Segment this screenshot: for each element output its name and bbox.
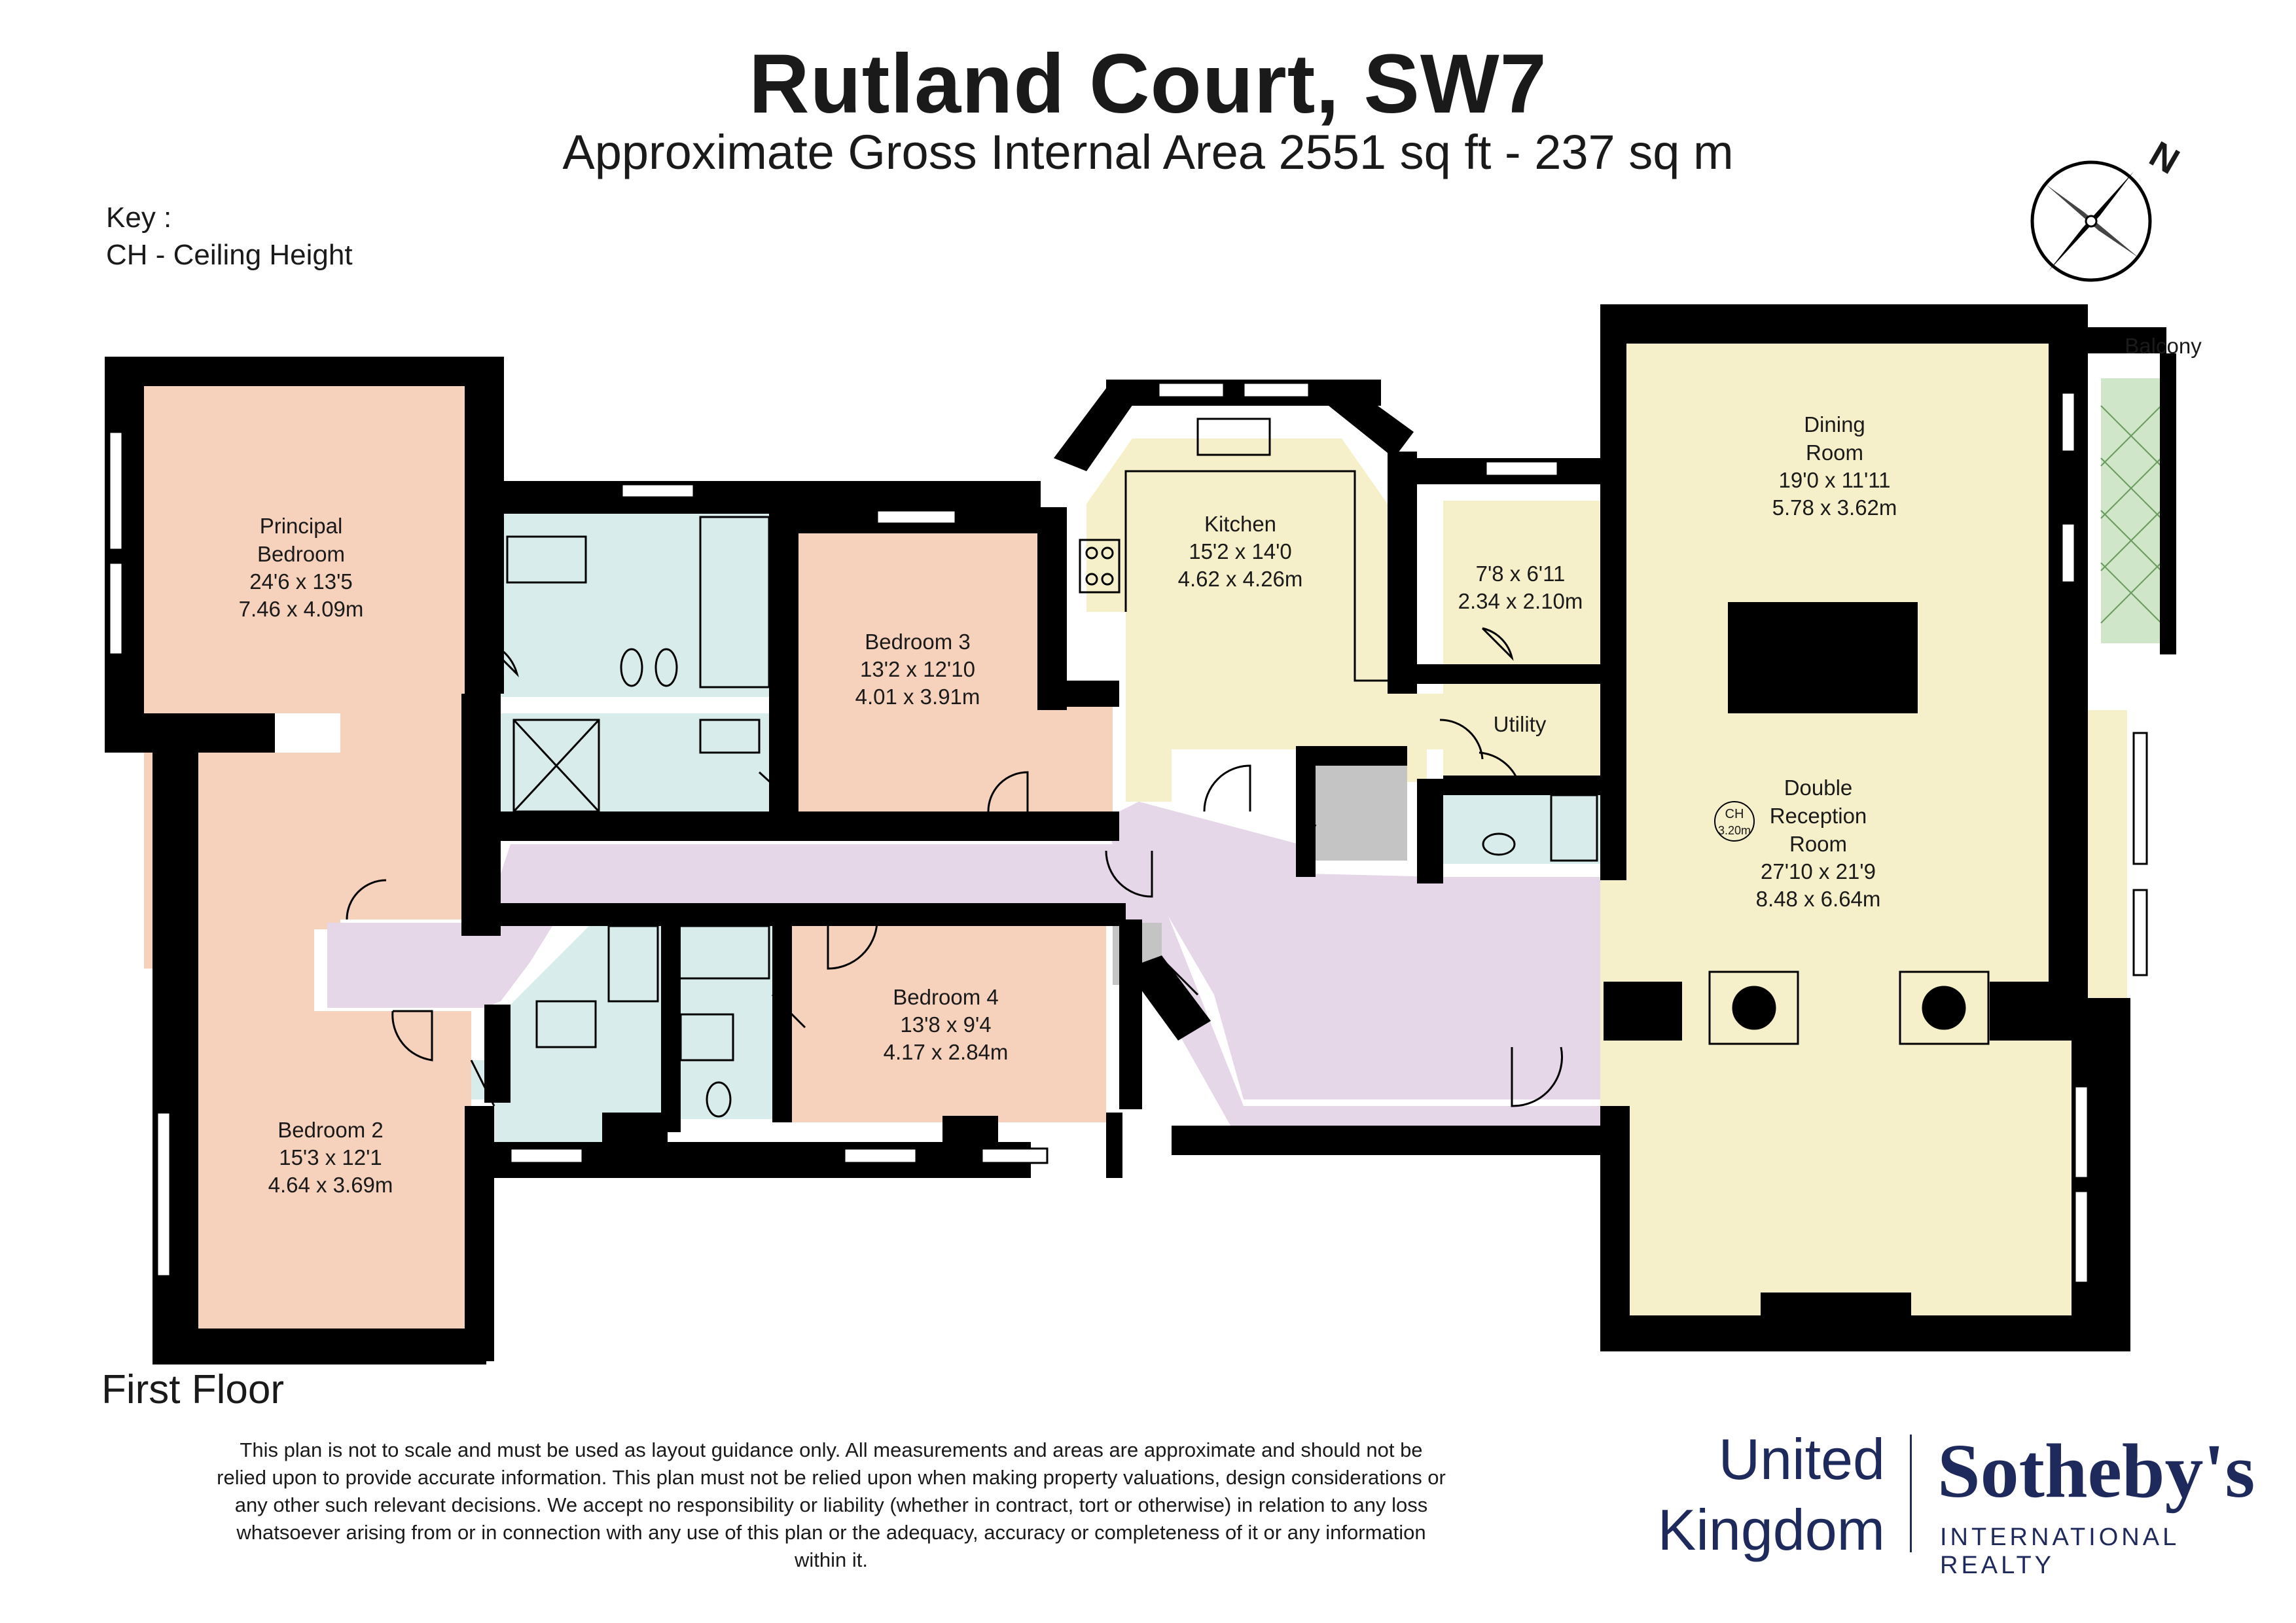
bedroom3-wardrobe — [1041, 707, 1113, 812]
bedroom3-imperial: 13'2 x 12'10 — [860, 657, 975, 681]
sink-icon — [1196, 418, 1271, 456]
room-labels: Principal Bedroom 24'6 x 13'5 7.46 x 4.0… — [239, 334, 2202, 1197]
bedroom2-imperial: 15'3 x 12'1 — [279, 1145, 382, 1169]
reception-metric: 8.48 x 6.64m — [1756, 887, 1881, 911]
small-room-metric: 2.34 x 2.10m — [1458, 589, 1583, 613]
balcony-floor — [2101, 378, 2161, 643]
dining-metric: 5.78 x 3.62m — [1772, 495, 1897, 520]
kitchen-name: Kitchen — [1204, 512, 1276, 536]
bedroom4-floor — [776, 923, 1106, 1122]
column-right-icon — [1922, 986, 1966, 1030]
dining-name2: Room — [1806, 440, 1863, 465]
reception-imperial: 27'10 x 21'9 — [1761, 859, 1876, 883]
toilet-icon-4 — [1482, 832, 1516, 856]
kitchen-metric: 4.62 x 4.26m — [1178, 567, 1303, 591]
bathroom-b-floor — [674, 923, 772, 1119]
fixtures — [506, 418, 1990, 1118]
logo-divider — [1910, 1435, 1912, 1552]
bedroom3-floor — [798, 530, 1041, 812]
room-fills — [144, 344, 2161, 1338]
bedroom4-metric: 4.17 x 2.84m — [884, 1040, 1009, 1064]
brand-tagline: INTERNATIONAL REALTY — [1940, 1524, 2179, 1579]
basin-icon — [506, 535, 587, 584]
principal-bedroom-floor — [144, 386, 484, 969]
ch-value: 3.20m — [1718, 824, 1751, 837]
bedroom3-metric: 4.01 x 3.91m — [855, 685, 980, 709]
basin-icon-4 — [679, 1013, 734, 1061]
doors — [346, 627, 1564, 1107]
principal-imperial: 24'6 x 13'5 — [249, 569, 353, 594]
bedroom2-floor — [196, 1011, 471, 1338]
toilet-icon-2 — [655, 648, 678, 687]
logo-region-line1: United — [1718, 1427, 1885, 1491]
reception-name1: Double — [1784, 776, 1853, 800]
dining-name1: Dining — [1804, 412, 1865, 437]
hallway-floor — [327, 802, 1604, 1099]
kitchen-floor — [1086, 438, 1476, 802]
disclaimer-text: This plan is not to scale and must be us… — [217, 1438, 1446, 1571]
key-ceiling-height: CH - Ceiling Height — [106, 239, 353, 271]
bedroom2-wardrobes — [196, 969, 314, 1014]
balcony-hatch — [2100, 405, 2162, 624]
store-a — [1309, 762, 1407, 861]
ch-label: CH — [1725, 807, 1744, 821]
hob-icon — [1079, 539, 1121, 594]
bathroom-c-floor — [1443, 792, 1600, 864]
dining-imperial: 19'0 x 11'11 — [1778, 468, 1890, 492]
hallway-lower — [1126, 916, 1610, 1126]
toilet-icon — [620, 648, 643, 687]
principal-metric: 7.46 x 4.09m — [239, 597, 364, 621]
shower-icon-3 — [676, 925, 770, 980]
bedroom4-name: Bedroom 4 — [893, 985, 998, 1009]
shower-icon-2 — [607, 925, 659, 1003]
brand-logo: Sotheby's — [1937, 1428, 2255, 1514]
ceiling-height-marker — [1714, 801, 1755, 842]
principal-name2: Bedroom — [257, 542, 345, 566]
reception-name3: Room — [1789, 832, 1847, 856]
utility-name: Utility — [1494, 712, 1547, 736]
compass-icon: N — [2030, 133, 2187, 282]
walls — [105, 304, 2176, 1364]
small-room-imperial: 7'8 x 6'11 — [1476, 562, 1566, 586]
column-left-icon — [1732, 986, 1776, 1030]
area-subtitle: Approximate Gross Internal Area 2551 sq … — [562, 125, 1734, 179]
key-title: Key : — [106, 202, 172, 234]
logo-region-line2: Kingdom — [1657, 1497, 1885, 1562]
principal-name1: Principal — [260, 514, 343, 538]
ensuite1-floor — [501, 514, 769, 697]
principal-wardrobes — [196, 753, 340, 969]
small-room-floor — [1443, 501, 1600, 664]
bedroom4-imperial: 13'8 x 9'4 — [900, 1012, 991, 1037]
page-title: Rutland Court, SW7 — [749, 37, 1547, 131]
toilet-icon-3 — [706, 1081, 732, 1118]
bathtub-icon — [699, 516, 770, 688]
basin-icon-2 — [699, 719, 761, 754]
reception-floor — [1600, 710, 2127, 1315]
bedroom2-metric: 4.64 x 3.69m — [268, 1173, 393, 1197]
bedroom3-name: Bedroom 3 — [865, 630, 970, 654]
compass-north-label: N — [2143, 133, 2187, 182]
shower-icon-4 — [1550, 794, 1598, 862]
bathroom-a-floor — [471, 923, 661, 1142]
utility-floor — [1443, 681, 1600, 779]
floor-label: First Floor — [101, 1367, 284, 1412]
bedroom2-name: Bedroom 2 — [278, 1118, 383, 1142]
reception-name2: Reception — [1770, 804, 1867, 828]
basin-icon-3 — [535, 1000, 597, 1048]
balcony-name: Balcony — [2125, 334, 2202, 358]
ensuite2-floor — [501, 713, 795, 812]
kitchen-imperial: 15'2 x 14'0 — [1189, 539, 1292, 563]
windows — [108, 382, 2148, 1284]
shower-icon — [512, 719, 600, 813]
